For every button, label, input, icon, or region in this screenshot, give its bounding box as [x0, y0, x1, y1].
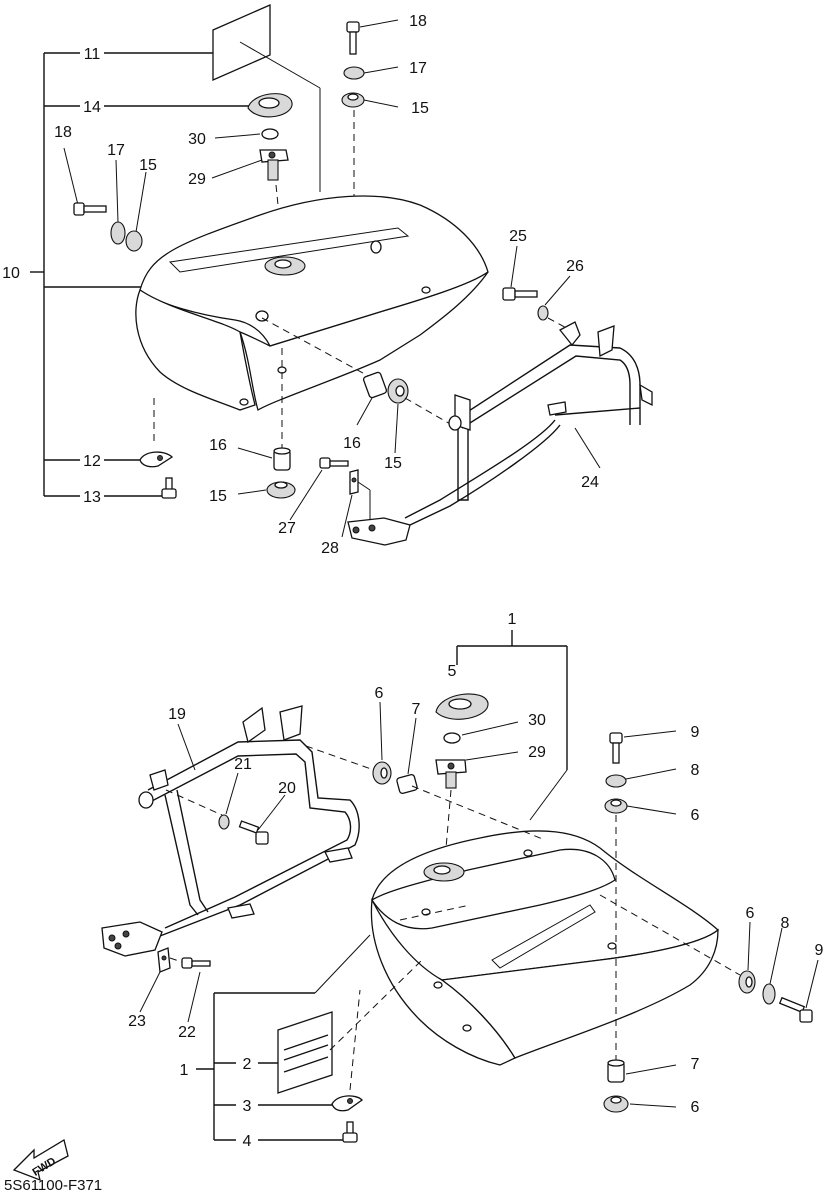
bolt-20: [238, 820, 269, 845]
washer-8-top: [605, 774, 627, 788]
lower-callouts: 1 5 6 7 30 29 19 21 20 9 8 6 6 8 9 23 22…: [128, 611, 823, 1150]
lock-cover-5: [435, 693, 489, 720]
grommet-15-top: [341, 92, 365, 108]
lock-assembly-29: [259, 149, 289, 181]
callout-1-side: 1: [180, 1062, 189, 1079]
callout-13: 13: [83, 489, 101, 506]
callout-12: 12: [83, 453, 101, 470]
fwd-arrow-icon: FWD: [12, 1138, 69, 1182]
callout-8-top: 8: [691, 762, 700, 779]
stay-24: [347, 321, 653, 546]
callout-19: 19: [168, 706, 186, 723]
callout-14: 14: [83, 99, 101, 116]
bolt-18-left: [73, 202, 107, 216]
callout-3: 3: [243, 1098, 252, 1115]
spacer-7-upper: [396, 773, 418, 795]
callout-6-right: 6: [691, 807, 700, 824]
clip-12: [139, 451, 174, 468]
stay-19: [101, 705, 360, 957]
o-ring-30-lower: [443, 732, 461, 744]
callout-6-upper: 6: [375, 685, 384, 702]
callout-17-left: 17: [107, 142, 125, 159]
callout-30-lower: 30: [528, 712, 546, 729]
callout-16-mid: 16: [343, 435, 361, 452]
clip-3: [331, 1095, 364, 1112]
callout-10: 10: [2, 265, 20, 282]
callout-6-lower: 6: [691, 1099, 700, 1116]
callout-25: 25: [509, 228, 527, 245]
callout-5: 5: [448, 663, 457, 680]
spacer-16-lower: [273, 447, 291, 471]
upper-callouts: 11 14 30 29 18 17 15 18 17 15 10 25 26 1…: [2, 13, 599, 557]
callout-9-side: 9: [815, 942, 824, 959]
callout-18-top: 18: [409, 13, 427, 30]
grommet-6-side: [738, 970, 756, 994]
bolt-9-side: [778, 996, 813, 1023]
saddlebag-body-lower: [370, 830, 719, 1066]
grommet-6-lower: [603, 1095, 629, 1113]
lock-cover-14: [247, 93, 293, 118]
screw-13: [161, 477, 177, 499]
callout-15-left: 15: [139, 157, 157, 174]
grommet-6-upper: [372, 761, 392, 785]
grommet-15-left: [125, 230, 143, 252]
callout-29-lower: 29: [528, 744, 546, 761]
group-1-bracket-top: [456, 630, 568, 821]
callout-28: 28: [321, 540, 339, 557]
washer-26: [537, 305, 549, 321]
callout-9-top: 9: [691, 724, 700, 741]
grommet-15-mid: [387, 378, 409, 404]
callout-7-lower: 7: [691, 1056, 700, 1073]
callout-21: 21: [234, 756, 252, 773]
callout-29: 29: [188, 171, 206, 188]
spacer-7-lower: [607, 1059, 625, 1083]
callout-11: 11: [84, 46, 101, 63]
bolt-18-top: [346, 21, 360, 55]
callout-4: 4: [243, 1133, 252, 1150]
callout-24: 24: [581, 474, 599, 491]
callout-15-top: 15: [411, 100, 429, 117]
grommet-6-right: [604, 798, 628, 814]
washer-17-left: [110, 221, 126, 245]
o-ring-30: [261, 128, 279, 140]
callout-15-lower: 15: [209, 488, 227, 505]
callout-18-left: 18: [54, 124, 72, 141]
bolt-22: [181, 957, 211, 969]
upper-saddlebag-assembly: [30, 4, 653, 546]
callout-16-lower: 16: [209, 437, 227, 454]
callout-2: 2: [243, 1056, 252, 1073]
washer-8-side: [762, 983, 776, 1005]
callout-1-top: 1: [508, 611, 517, 628]
bolt-25: [502, 287, 538, 301]
saddlebag-body-upper: [135, 195, 489, 411]
washer-17-top: [343, 66, 365, 80]
callout-15-mid: 15: [384, 455, 402, 472]
bolt-27: [319, 457, 349, 469]
callout-17-top: 17: [409, 60, 427, 77]
plate-28: [349, 469, 359, 495]
callout-7-upper: 7: [412, 701, 421, 718]
lower-saddlebag-assembly: FWD: [12, 630, 819, 1182]
callout-23: 23: [128, 1013, 146, 1030]
callout-22: 22: [178, 1024, 196, 1041]
label-sticker-11: [212, 4, 321, 192]
plate-23: [157, 947, 171, 973]
bolt-9-top: [609, 732, 623, 764]
lock-assembly-29-lower: [435, 759, 467, 789]
callout-26: 26: [566, 258, 584, 275]
callout-20: 20: [278, 780, 296, 797]
label-sticker-2: [277, 1011, 333, 1094]
callout-30: 30: [188, 131, 206, 148]
callout-6-side: 6: [746, 905, 755, 922]
callout-27: 27: [278, 520, 296, 537]
group-10-bracket: [30, 52, 250, 497]
spacer-16-mid: [362, 371, 388, 399]
group-1-bracket-side: [196, 934, 371, 1141]
grommet-15-lower: [266, 481, 296, 499]
screw-4: [342, 1121, 358, 1143]
callout-8-side: 8: [781, 915, 790, 932]
washer-21: [218, 814, 230, 830]
diagram-code: 5S61100-F371: [4, 1177, 102, 1194]
